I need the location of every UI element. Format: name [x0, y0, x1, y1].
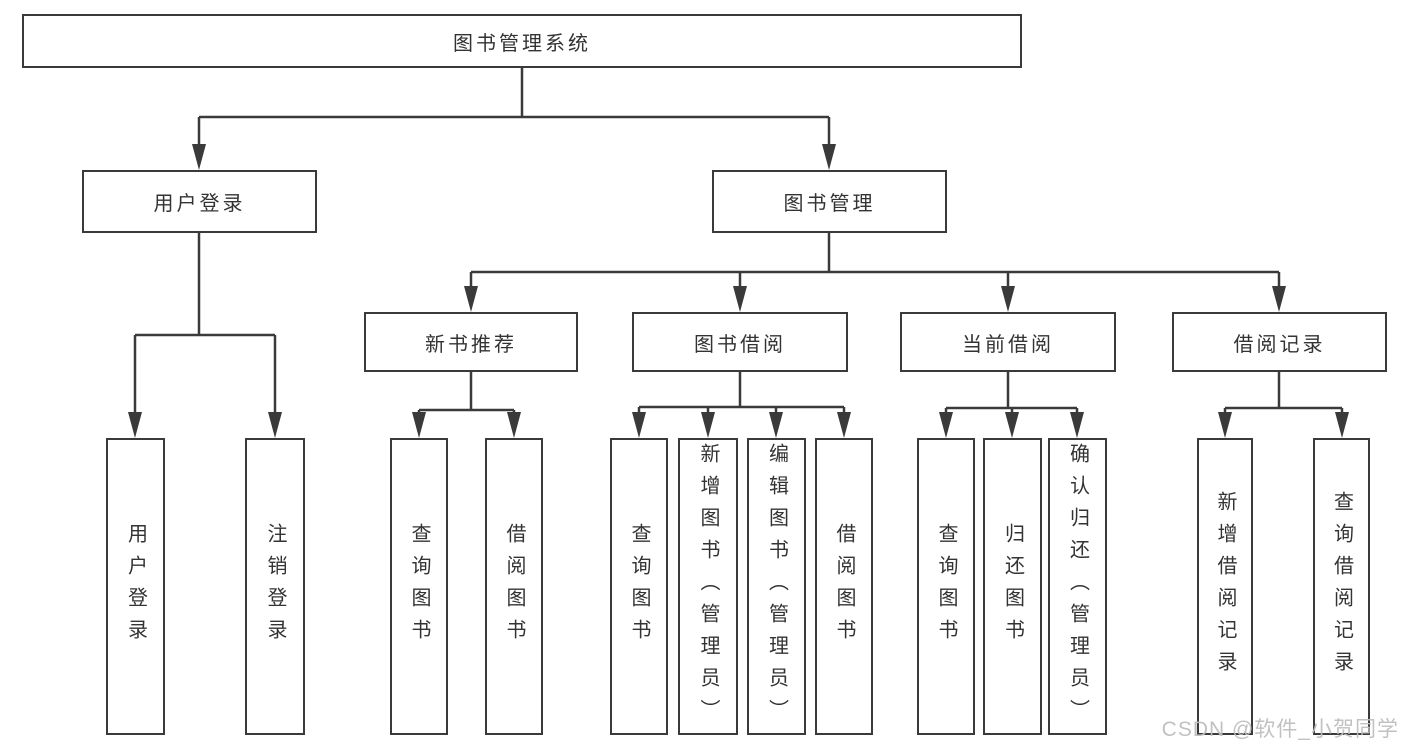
arrow-down-icon: [733, 286, 747, 312]
leaf-bb-add-books-admin: 新增图书（管理员）: [678, 438, 738, 735]
arrow-down-icon: [268, 412, 282, 438]
leaf-user-login: 用户登录: [106, 438, 165, 735]
leaf-label: 新增借阅记录: [1214, 490, 1236, 683]
node-new-book-recommend: 新书推荐: [364, 312, 578, 372]
connector-line: [133, 68, 1344, 416]
leaf-label: 查询图书: [408, 522, 430, 651]
arrow-down-icon: [701, 412, 715, 438]
arrow-down-icon: [939, 412, 953, 438]
arrow-down-icon: [1070, 412, 1084, 438]
node-user-login: 用户登录: [82, 170, 317, 233]
arrow-down-icon: [412, 412, 426, 438]
leaf-label: 查询图书: [935, 522, 957, 651]
arrow-down-icon: [822, 144, 836, 170]
node-root: 图书管理系统: [22, 14, 1022, 68]
leaf-label: 注销登录: [264, 522, 286, 651]
arrow-down-icon: [128, 412, 142, 438]
leaf-br-add-record: 新增借阅记录: [1197, 438, 1253, 735]
leaf-label: 归还图书: [1001, 522, 1024, 651]
leaf-nbr-query-books: 查询图书: [390, 438, 448, 735]
node-book-borrowing: 图书借阅: [632, 312, 848, 372]
arrow-down-icon: [632, 412, 646, 438]
arrow-down-icon: [192, 144, 206, 170]
watermark: CSDN @软件_小贺同学: [1161, 718, 1399, 741]
leaf-bb-edit-books-admin: 编辑图书（管理员）: [747, 438, 806, 735]
leaf-bb-borrow-books: 借阅图书: [815, 438, 873, 735]
leaf-br-query-record: 查询借阅记录: [1313, 438, 1370, 735]
leaf-label: 借阅图书: [503, 522, 525, 651]
arrow-down-icon: [1335, 412, 1349, 438]
leaf-nbr-borrow-books: 借阅图书: [485, 438, 543, 735]
leaf-cb-confirm-return-admin: 确认归还（管理员）: [1048, 438, 1107, 735]
arrow-down-icon: [1272, 286, 1286, 312]
leaf-label: 用户登录: [124, 522, 147, 651]
leaf-logout: 注销登录: [245, 438, 305, 735]
arrow-down-icon: [769, 412, 783, 438]
arrow-down-icon: [837, 412, 851, 438]
leaf-label: 查询图书: [628, 522, 650, 651]
leaf-cb-query-books: 查询图书: [917, 438, 975, 735]
node-current-borrowing: 当前借阅: [900, 312, 1116, 372]
leaf-label: 编辑图书（管理员）: [765, 442, 788, 731]
node-book-management: 图书管理: [712, 170, 947, 233]
leaf-label: 确认归还（管理员）: [1066, 442, 1089, 731]
leaf-bb-query-books: 查询图书: [610, 438, 668, 735]
arrow-down-icon: [507, 412, 521, 438]
arrow-down-icon: [1005, 412, 1019, 438]
arrow-down-icon: [1001, 286, 1015, 312]
arrow-down-icon: [464, 286, 478, 312]
leaf-label: 查询借阅记录: [1330, 490, 1353, 683]
leaf-label: 借阅图书: [833, 522, 855, 651]
leaf-cb-return-books: 归还图书: [983, 438, 1042, 735]
node-borrowing-records: 借阅记录: [1172, 312, 1387, 372]
arrow-down-icon: [1218, 412, 1232, 438]
leaf-label: 新增图书（管理员）: [697, 442, 719, 731]
